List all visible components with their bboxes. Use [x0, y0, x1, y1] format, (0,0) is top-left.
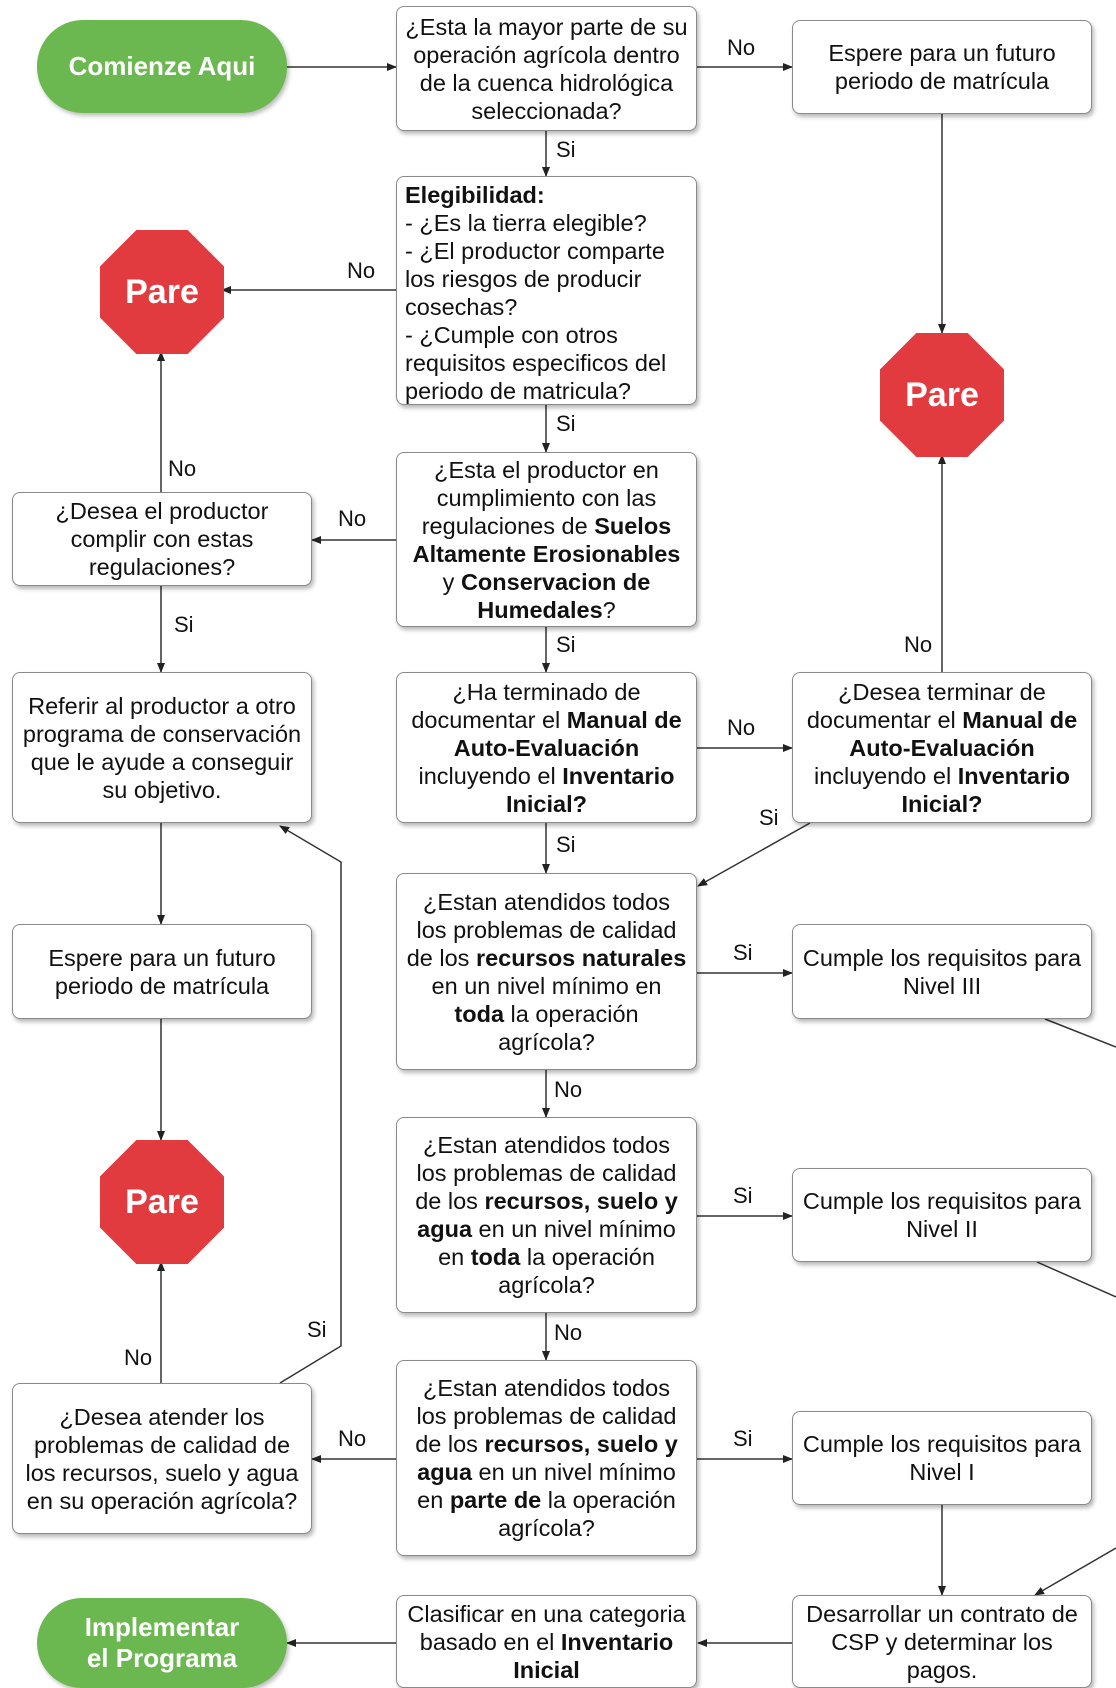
level-1-text: Cumple los requisitos para Nivel I — [802, 1431, 1082, 1485]
eligibility-box: Elegibilidad: - ¿Es la tierra elegible? … — [396, 176, 697, 405]
eligibility-text: Elegibilidad: - ¿Es la tierra elegible? … — [405, 181, 688, 405]
edge-label-no: No — [725, 35, 758, 60]
contract-box: Desarrollar un contrato de CSP y determi… — [792, 1595, 1092, 1688]
question-wish-attend: ¿Desea atender los problemas de calidad … — [12, 1383, 312, 1534]
edge-label-yes: Si — [554, 411, 578, 436]
edge-label-no: No — [725, 715, 758, 740]
edge-label-yes: Si — [731, 940, 755, 965]
question-level-3-text: ¿Estan atendidos todos los problemas de … — [406, 888, 687, 1055]
edge-label-yes: Si — [172, 612, 196, 637]
wait-left-box: Espere para un futuro periodo de matrícu… — [12, 924, 312, 1019]
arrow-level2-to-contract — [1036, 1261, 1116, 1298]
question-manual-wish-text: ¿Desea terminar de documentar el Manual … — [806, 678, 1078, 817]
question-level-2: ¿Estan atendidos todos los problemas de … — [396, 1117, 697, 1313]
refer-box: Referir al productor a otro programa de … — [12, 672, 312, 823]
question-level-3: ¿Estan atendidos todos los problemas de … — [396, 873, 697, 1070]
edge-label-yes: Si — [305, 1317, 329, 1342]
edge-label-yes: Si — [731, 1426, 755, 1451]
question-wish-attend-text: ¿Desea atender los problemas de calidad … — [25, 1403, 299, 1514]
classify-box: Clasificar en una categoria basado en el… — [396, 1595, 697, 1688]
stop-sign-eligibility: Pare — [100, 230, 224, 354]
level-3-text: Cumple los requisitos para Nivel III — [802, 944, 1082, 999]
question-manual-wish: ¿Desea terminar de documentar el Manual … — [792, 672, 1092, 823]
edge-label-yes: Si — [757, 805, 781, 830]
edge-label-yes: Si — [554, 632, 578, 657]
question-manual-done-text: ¿Ha terminado de documentar el Manual de… — [411, 678, 682, 817]
question-wish-comply-text: ¿Desea el productor complir con estas re… — [55, 498, 269, 580]
edge-label-yes: Si — [554, 832, 578, 857]
eligibility-title: Elegibilidad: — [405, 182, 545, 208]
contract-text: Desarrollar un contrato de CSP y determi… — [806, 1600, 1078, 1683]
edge-label-no: No — [345, 258, 378, 283]
level-3-box: Cumple los requisitos para Nivel III — [792, 924, 1092, 1019]
eligibility-line-1: - ¿Es la tierra elegible? — [405, 210, 647, 236]
start-label: Comienze Aqui — [68, 51, 256, 81]
start-terminal: Comienze Aqui — [37, 20, 287, 113]
arrow-side-to-contract — [1034, 1547, 1116, 1596]
question-level-1-text: ¿Estan atendidos todos los problemas de … — [415, 1375, 678, 1541]
end-label-line-1: Implementar — [84, 1612, 240, 1642]
classify-text: Clasificar en una categoria basado en el… — [407, 1600, 686, 1683]
stop-label: Pare — [905, 375, 979, 414]
level-2-box: Cumple los requisitos para Nivel II — [792, 1168, 1092, 1262]
edge-label-no: No — [552, 1320, 585, 1345]
edge-label-no: No — [122, 1345, 155, 1370]
question-manual-done: ¿Ha terminado de documentar el Manual de… — [396, 672, 697, 823]
question-level-1: ¿Estan atendidos todos los problemas de … — [396, 1360, 697, 1556]
stop-sign-left: Pare — [100, 1140, 224, 1264]
edge-label-no: No — [166, 456, 199, 481]
question-watershed: ¿Esta la mayor parte de su operación agr… — [396, 6, 697, 131]
question-compliance: ¿Esta el productor en cumplimiento con l… — [396, 452, 697, 627]
refer-text: Referir al productor a otro programa de … — [22, 692, 302, 803]
eligibility-line-2: - ¿El productor comparte los riesgos de … — [405, 238, 665, 320]
stop-label: Pare — [125, 272, 199, 311]
question-wish-comply: ¿Desea el productor complir con estas re… — [12, 492, 312, 586]
end-label-line-2: el Programa — [86, 1643, 238, 1673]
edge-label-yes: Si — [731, 1183, 755, 1208]
end-terminal: Implementar el Programa — [37, 1598, 287, 1688]
level-2-text: Cumple los requisitos para Nivel II — [802, 1188, 1082, 1242]
wait-left-text: Espere para un futuro periodo de matrícu… — [48, 944, 276, 999]
edge-label-yes: Si — [554, 137, 578, 162]
edge-label-no: No — [336, 1426, 369, 1451]
arrow-wishattend-yes — [279, 825, 342, 1384]
edge-label-no: No — [336, 506, 369, 531]
edge-label-no: No — [902, 632, 935, 657]
edge-label-no: No — [552, 1077, 585, 1102]
question-compliance-text: ¿Esta el productor en cumplimiento con l… — [412, 456, 681, 623]
question-level-2-text: ¿Estan atendidos todos los problemas de … — [415, 1132, 678, 1298]
stop-sign-right: Pare — [880, 333, 1004, 457]
eligibility-line-3: - ¿Cumple con otros requisitos especific… — [405, 322, 667, 404]
arrow-level3-to-contract — [1044, 1018, 1116, 1048]
arrow-manualwish-yes — [697, 822, 811, 887]
wait-top-text: Espere para un futuro periodo de matrícu… — [828, 40, 1056, 94]
level-1-box: Cumple los requisitos para Nivel I — [792, 1411, 1092, 1505]
wait-top-box: Espere para un futuro periodo de matrícu… — [792, 20, 1092, 114]
question-watershed-text: ¿Esta la mayor parte de su operación agr… — [405, 13, 688, 124]
end-label: Implementar el Programa — [85, 1612, 240, 1674]
stop-label: Pare — [125, 1182, 199, 1221]
